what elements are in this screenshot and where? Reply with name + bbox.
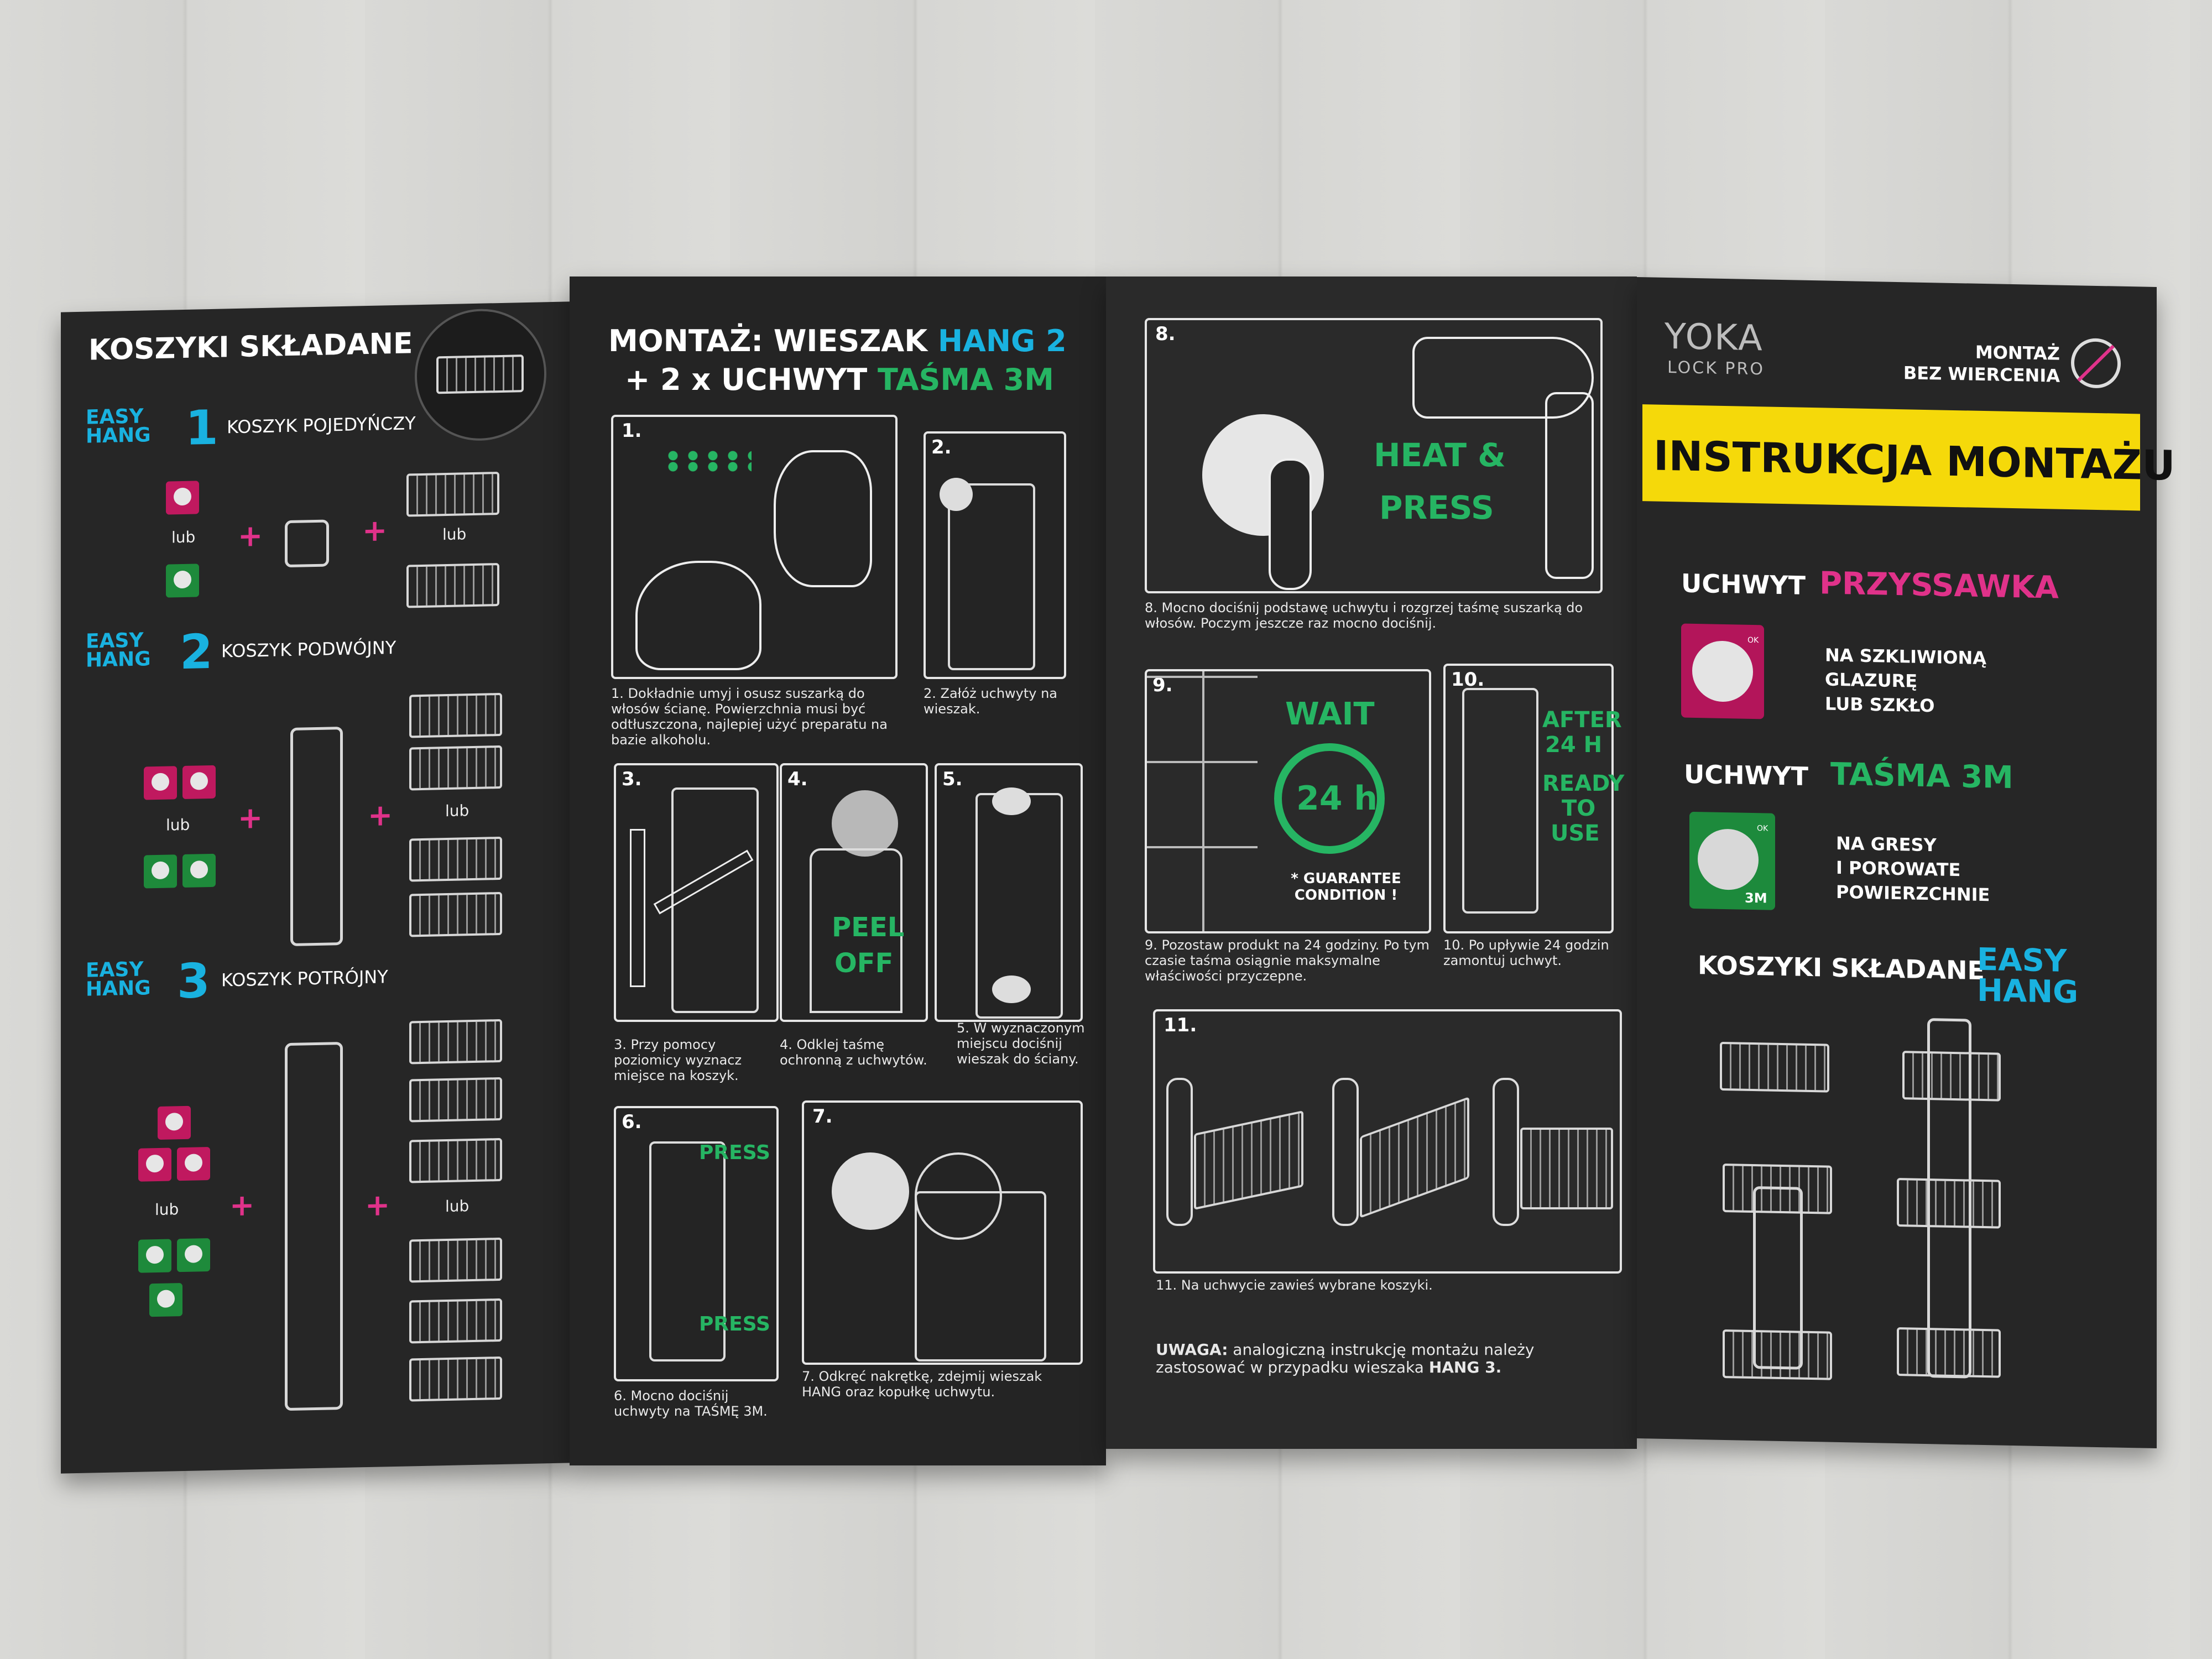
panel-mounting-steps-8-11: 8. HEAT & PRESS 8. Mocno dociśnij podsta… (1106, 276, 1637, 1449)
corner-basket-icon (409, 1356, 502, 1402)
panel-mounting-hang2: MONTAŻ: WIESZAK HANG 2 + 2 x UCHWYT TAŚM… (570, 276, 1106, 1465)
rectangular-basket-icon (409, 1019, 502, 1065)
instruction-banner: INSTRUKCJA MONTAŻU (1642, 404, 2175, 511)
set-1-number: 1 (185, 400, 218, 456)
holder-label: UCHWYT (1684, 759, 1809, 791)
suction-cup-icon (166, 481, 199, 515)
corner-basket-icon (409, 1298, 502, 1344)
tape-product-icon: OK 3M (1689, 811, 1775, 910)
step-9-caption: 9. Pozostaw produkt na 24 godziny. Po ty… (1145, 937, 1430, 984)
step-9-illustration: 9. WAIT 24 h * GUARANTEE CONDITION ! (1145, 669, 1431, 933)
triple-basket-rail (1927, 1018, 1971, 1379)
panel1-title: KOSZYKI SKŁADANE (88, 327, 413, 367)
set-3-label: KOSZYK POTRÓJNY (221, 966, 388, 991)
no-drill-icon (2071, 338, 2121, 389)
step-5-caption: 5. W wyznaczonym miejscu dociśnij wiesza… (957, 1020, 1085, 1067)
tape-holder-icon (138, 1239, 171, 1273)
plus-sign: + (238, 800, 263, 836)
rectangular-basket-icon (409, 1077, 502, 1123)
step-2-caption: 2. Załóż uchwyty na wieszak. (924, 686, 1058, 717)
tape-desc: NA GRESY I POROWATE POWIERZCHNIE (1836, 832, 1990, 906)
suction-cup-icon (182, 765, 216, 800)
set-2-label: KOSZYK PODWÓJNY (221, 637, 397, 662)
plus-sign: + (368, 797, 393, 833)
basket-thumbnail (415, 307, 546, 442)
or-label: lub (442, 525, 467, 544)
panel-cover: YOKA LOCK PRO MONTAŻ BEZ WIERCENIA INSTR… (1637, 276, 2175, 1449)
baskets-label: KOSZYKI SKŁADANE (1698, 950, 1985, 986)
plus-sign: + (362, 513, 388, 549)
tape-holder-icon (166, 564, 199, 598)
rectangular-basket-icon (406, 472, 499, 517)
tape-holder-icon (177, 1238, 210, 1272)
panel2-title-line1: MONTAŻ: WIESZAK HANG 2 (608, 324, 1067, 358)
step-7-caption: 7. Odkręć nakrętkę, zdejmij wieszak HANG… (802, 1369, 1042, 1400)
set-2-number: 2 (180, 624, 213, 681)
plus-sign: + (229, 1187, 255, 1223)
suction-cup-desc: NA SZKLIWIONĄ GLAZURĘ LUB SZKŁO (1825, 644, 1986, 717)
step-4-caption: 4. Odklej taśmę ochronną z uchwytów. (780, 1037, 927, 1068)
suction-cup-product-icon: OK (1681, 623, 1764, 719)
plus-sign: + (365, 1187, 390, 1223)
step-10-caption: 10. Po upływie 24 godzin zamontuj uchwyt… (1443, 937, 1609, 968)
holder-label: UCHWYT (1681, 568, 1806, 601)
step-7-illustration: 7. (802, 1100, 1083, 1365)
suction-cup-icon (158, 1105, 191, 1140)
step-10-illustration: 10. AFTER 24 H READY TO USE (1443, 664, 1624, 933)
tape-title: TAŚMA 3M (1830, 756, 2013, 796)
suction-cup-icon (144, 766, 177, 800)
double-basket-rail (1753, 1186, 1803, 1370)
corner-basket-icon (409, 891, 502, 937)
corner-basket-icon (409, 836, 502, 882)
step-3-illustration: 3. (614, 763, 779, 1022)
rectangular-basket-icon (409, 745, 502, 791)
suction-cup-icon (138, 1147, 171, 1182)
triple-rail-icon (285, 1041, 343, 1411)
rectangular-basket-icon (409, 692, 502, 738)
step-11-caption: 11. Na uchwycie zawieś wybrane koszyki. (1156, 1277, 1433, 1293)
or-label: lub (166, 815, 190, 834)
tape-holder-icon (149, 1283, 182, 1317)
step-3-caption: 3. Przy pomocy poziomicy wyznacz miejsce… (614, 1037, 742, 1083)
or-label: lub (171, 528, 196, 547)
plus-sign: + (238, 518, 263, 554)
step-6-illustration: 6. PRESS PRESS (614, 1106, 779, 1381)
tape-holder-icon (182, 853, 216, 888)
set-1-label: KOSZYK POJEDYŃCZY (227, 413, 416, 438)
suction-cup-title: PRZYSSAWKA (1819, 565, 2059, 606)
panel2-title-line2: + 2 x UCHWYT TAŚMA 3M (625, 362, 1054, 397)
single-rail-icon (285, 519, 329, 568)
tape-holder-icon (144, 854, 177, 889)
corner-basket-icon (409, 1237, 502, 1283)
step-4-illustration: 4. PEEL OFF (780, 763, 928, 1022)
note-text: UWAGA: analogiczną instrukcję montażu na… (1156, 1340, 1535, 1376)
step-5-illustration: 5. (935, 763, 1083, 1022)
or-label: lub (445, 801, 469, 821)
no-drilling-line1: MONTAŻ (1975, 341, 2060, 364)
step-1-illustration: 1. (611, 415, 898, 679)
suction-cup-icon (177, 1146, 210, 1181)
corner-basket-icon (406, 563, 499, 608)
brand-sub: LOCK PRO (1667, 358, 1765, 379)
brand-logo: YOKA (1665, 316, 1764, 359)
step-8-illustration: 8. HEAT & PRESS (1145, 318, 1603, 593)
or-label: lub (155, 1200, 179, 1219)
single-basket-image (1720, 1041, 1829, 1093)
or-label: lub (445, 1197, 469, 1216)
double-rail-icon (290, 726, 343, 946)
step-1-caption: 1. Dokładnie umyj i osusz suszarką do wł… (611, 686, 888, 748)
step-2-illustration: 2. (924, 431, 1066, 679)
no-drilling-line2: BEZ WIERCENIA (1903, 362, 2060, 387)
step-11-illustration: 11. (1153, 1009, 1622, 1274)
step-6-caption: 6. Mocno dociśnij uchwyty na TAŚMĘ 3M. (614, 1388, 768, 1419)
set-3-number: 3 (177, 953, 210, 1010)
rectangular-basket-icon (409, 1138, 502, 1183)
step-8-caption: 8. Mocno dociśnij podstawę uchwytu i roz… (1145, 600, 1583, 631)
